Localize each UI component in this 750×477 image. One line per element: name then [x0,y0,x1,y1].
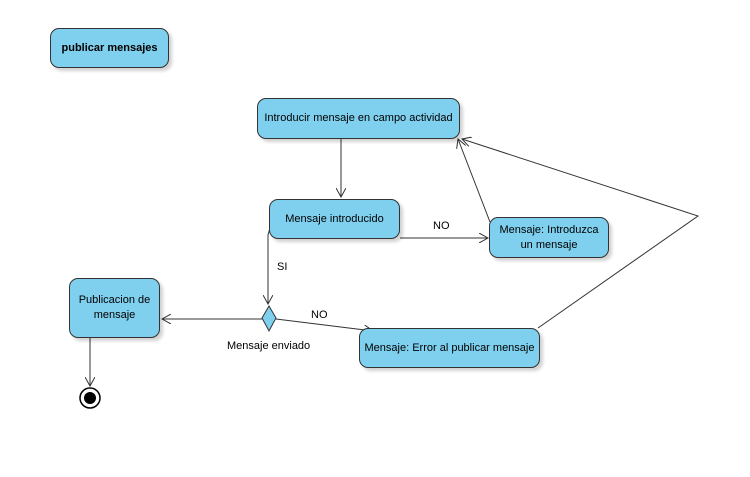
edge-label-si: SI [277,261,288,273]
diagram-title: publicar mensajes [50,28,169,68]
edge-no-to-error [275,318,373,331]
node-publicacion-label: Publicacion de mensaje [78,294,151,321]
edge-label-no-1: NO [433,220,450,232]
node-error-label: Mensaje: Error al publicar mensaje [364,341,535,354]
edge-error-to-introducir [462,139,700,329]
node-error: Mensaje: Error al publicar mensaje [359,328,540,368]
node-introducir-label: Introducir mensaje en campo actividad [264,112,453,124]
final-node-inner [84,392,96,404]
node-introduzca-label: Mensaje: Introduzca un mensaje [499,223,599,251]
node-introducido: Mensaje introducido [269,199,400,239]
node-publicacion: Publicacion de mensaje [69,278,160,338]
edge-introduzca-to-introducir [458,139,491,223]
edge-si-to-decision [268,227,270,304]
node-introduzca: Mensaje: Introduzca un mensaje [489,217,609,258]
diagram-title-text: publicar mensajes [61,41,158,54]
decision-label: Mensaje enviado [227,340,311,352]
edge-label-no-2: NO [311,309,328,321]
node-introducir: Introducir mensaje en campo actividad [257,98,460,139]
node-introducido-label: Mensaje introducido [285,212,384,225]
decision-diamond [261,305,277,333]
